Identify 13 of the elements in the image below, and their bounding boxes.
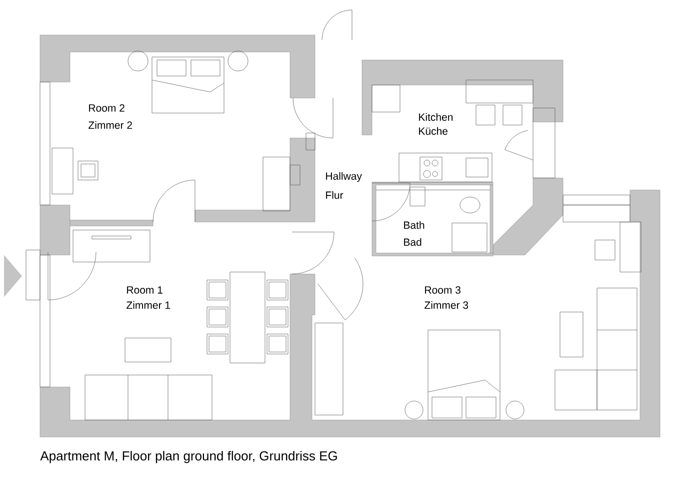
room-label: Flur xyxy=(326,191,344,199)
room-label: Room 1 xyxy=(127,286,162,294)
caption: Apartment M, Floor plan ground floor, Grundriss EG xyxy=(40,450,337,464)
room-label: Bad xyxy=(404,238,422,246)
room-label: Zimmer 1 xyxy=(126,301,170,309)
room-label: Küche xyxy=(419,127,448,135)
room-label: Zimmer 3 xyxy=(424,301,468,309)
room-label: Room 2 xyxy=(89,104,124,112)
room-label: Zimmer 2 xyxy=(88,121,132,129)
room-label: Bath xyxy=(404,221,424,229)
room-label: Room 3 xyxy=(425,286,460,294)
room-label: Kitchen xyxy=(419,113,453,121)
room-label: Hallway xyxy=(326,172,362,182)
